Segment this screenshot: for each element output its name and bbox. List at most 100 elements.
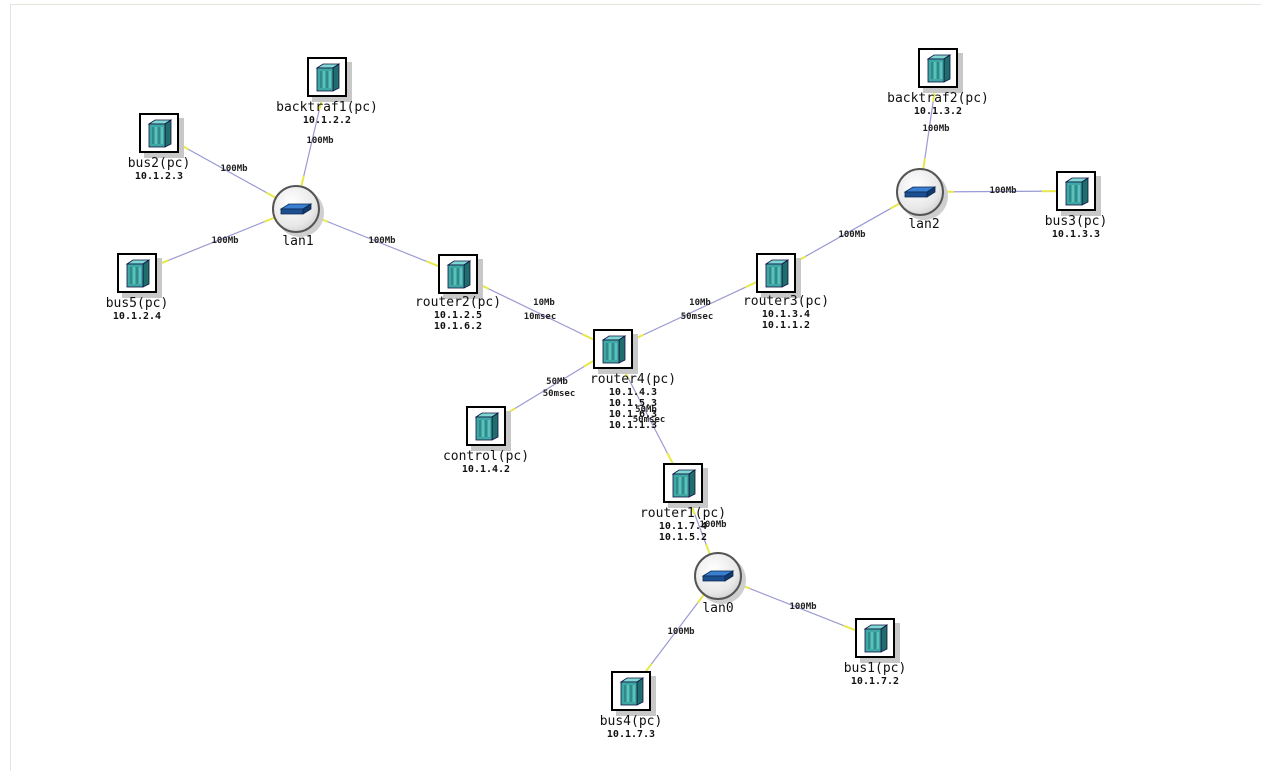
server-icon	[671, 469, 697, 498]
node-backtraf1[interactable]	[307, 57, 347, 97]
link-label: 100Mb	[667, 627, 695, 637]
server-icon	[764, 259, 790, 288]
node-ip: 10.1.7.4	[658, 521, 708, 532]
node-bus5[interactable]	[117, 253, 157, 293]
node-ip: 10.1.6.3	[608, 409, 658, 420]
lan-switch	[896, 168, 944, 216]
pc-box	[438, 254, 478, 294]
link-label: 100Mb	[789, 602, 817, 612]
node-bus2[interactable]	[139, 113, 179, 153]
switch-icon	[701, 570, 735, 582]
pc-box	[1056, 171, 1096, 211]
node-router1[interactable]	[663, 463, 703, 503]
node-ip: 10.1.5.2	[658, 532, 708, 543]
node-label: bus2(pc)10.1.2.3	[127, 156, 191, 183]
link-label: 50Mb	[635, 405, 657, 415]
node-ip: 10.1.1.2	[761, 320, 811, 331]
node-name: bus5(pc)	[105, 296, 169, 311]
pc-box	[756, 253, 796, 293]
link-label: 100Mb	[699, 520, 727, 530]
node-bus1[interactable]	[855, 618, 895, 658]
node-name: router1(pc)	[639, 506, 727, 521]
diagram-canvas: 100Mb 100Mb 100Mb 100Mb 100Mb 100Mb 100Mb 10Mb 1…	[10, 4, 1261, 771]
node-label: bus5(pc)10.1.2.4	[105, 296, 169, 323]
server-icon	[1064, 177, 1090, 206]
pc-box	[611, 671, 651, 711]
node-bus4[interactable]	[611, 671, 651, 711]
link-label: 100Mb	[989, 186, 1017, 196]
link-label: 100Mb	[211, 236, 239, 246]
node-lan1[interactable]	[272, 185, 320, 233]
node-lan2[interactable]	[896, 168, 944, 216]
link-label: 50Mb	[546, 377, 568, 387]
node-label: control(pc)10.1.4.2	[442, 449, 530, 476]
pc-box	[307, 57, 347, 97]
link-label: 50msec	[542, 389, 576, 399]
node-ip: 10.1.5.3	[608, 398, 658, 409]
node-label: bus4(pc)10.1.7.3	[600, 715, 663, 741]
server-icon	[315, 63, 341, 92]
server-icon	[125, 259, 151, 288]
node-name: lan0	[702, 601, 734, 616]
node-ip: 10.1.2.3	[134, 171, 184, 182]
node-router4[interactable]	[593, 329, 633, 369]
node-bus3[interactable]	[1056, 171, 1096, 211]
link-label: 100Mb	[368, 236, 396, 246]
node-ip: 10.1.1.3	[608, 420, 658, 431]
node-label: bus1(pc)10.1.7.2	[844, 662, 907, 688]
pc-box	[139, 113, 179, 153]
server-icon	[619, 677, 645, 706]
switch-icon	[279, 203, 313, 215]
link-label: 100Mb	[838, 230, 866, 240]
node-ip: 10.1.2.5	[433, 310, 483, 321]
node-name: router2(pc)	[414, 295, 502, 310]
lan-switch	[272, 185, 320, 233]
server-icon	[926, 54, 952, 83]
node-ip: 10.1.7.3	[606, 729, 656, 740]
server-icon	[147, 119, 173, 148]
node-router3[interactable]	[756, 253, 796, 293]
pc-box	[117, 253, 157, 293]
link-label: 10msec	[523, 312, 557, 322]
node-name: lan2	[908, 217, 940, 232]
server-icon	[863, 624, 889, 653]
node-ip: 10.1.4.2	[461, 464, 511, 475]
pc-box	[855, 618, 895, 658]
node-ip: 10.1.3.2	[913, 106, 963, 117]
node-label: backtraf2(pc)10.1.3.2	[887, 92, 989, 118]
node-lan0[interactable]	[694, 552, 742, 600]
node-ip: 10.1.3.3	[1051, 229, 1101, 240]
lan-switch	[694, 552, 742, 600]
node-name: backtraf1(pc)	[276, 100, 378, 115]
node-name: control(pc)	[442, 449, 530, 464]
pc-box	[593, 329, 633, 369]
node-backtraf2[interactable]	[918, 48, 958, 88]
server-icon	[474, 412, 500, 441]
node-name: lan1	[282, 234, 314, 249]
node-ip: 10.1.2.4	[112, 311, 162, 322]
node-ip: 10.1.3.4	[761, 309, 811, 320]
node-control[interactable]	[466, 406, 506, 446]
pc-box	[466, 406, 506, 446]
pc-box	[663, 463, 703, 503]
link-label: 10Mb	[533, 298, 555, 308]
link-label: 50msec	[680, 312, 714, 322]
node-router2[interactable]	[438, 254, 478, 294]
node-label: lan1	[282, 235, 313, 249]
node-ip: 10.1.7.2	[850, 676, 900, 687]
switch-icon	[903, 186, 937, 198]
link-label: 10Mb	[689, 298, 711, 308]
node-label: bus3(pc)10.1.3.3	[1045, 215, 1108, 241]
node-name: bus2(pc)	[127, 156, 191, 171]
pc-box	[918, 48, 958, 88]
node-name: router4(pc)	[589, 372, 677, 387]
node-label: backtraf1(pc)10.1.2.2	[276, 100, 378, 127]
node-ip: 10.1.6.2	[433, 321, 483, 332]
link-label: 100Mb	[306, 136, 334, 146]
node-label: lan2	[908, 218, 939, 232]
node-name: router3(pc)	[742, 294, 830, 309]
